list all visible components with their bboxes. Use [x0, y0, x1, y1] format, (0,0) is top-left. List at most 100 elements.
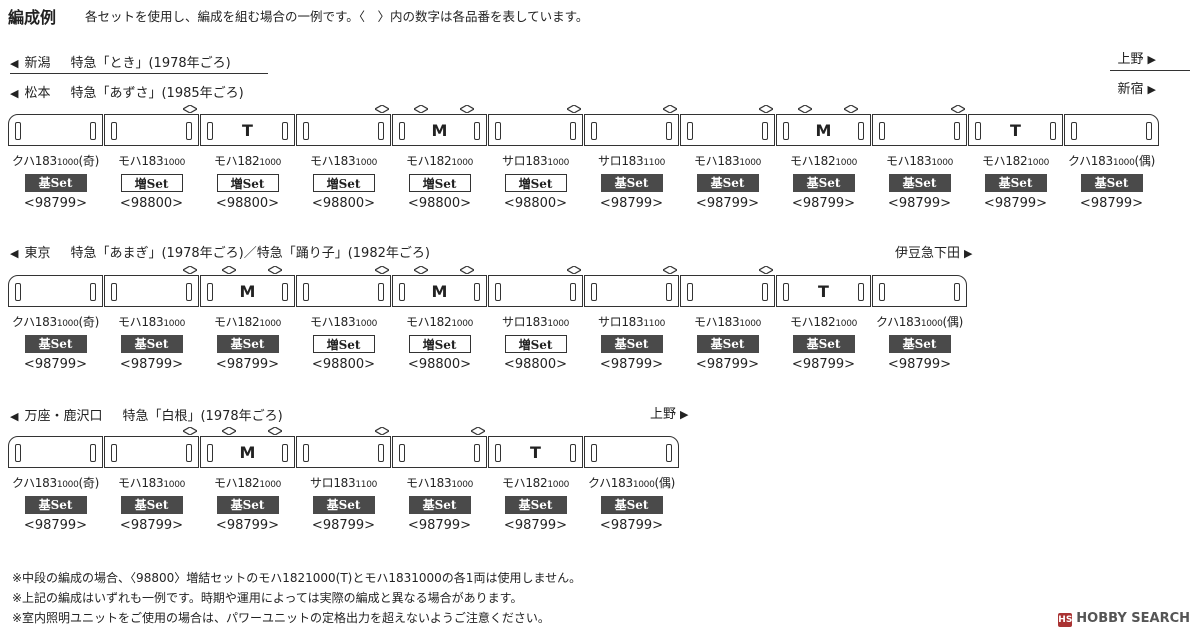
product-number: <98799> — [791, 357, 856, 372]
train-car — [872, 105, 967, 146]
product-number: <98799> — [503, 518, 568, 533]
door — [1050, 122, 1056, 140]
door — [186, 444, 192, 462]
set-badge: 基Set — [504, 496, 567, 514]
door — [591, 444, 597, 462]
product-number: <98799> — [23, 357, 88, 372]
set-badge: 基Set — [792, 335, 855, 353]
set-badge: 増Set — [408, 335, 471, 353]
set-badge: 増Set — [408, 174, 471, 192]
left-arrow-icon: ◀ — [10, 87, 19, 100]
set-badge: 増Set — [312, 174, 375, 192]
door — [687, 122, 693, 140]
roof-vent-icon — [183, 105, 197, 113]
section-3-label: ◀万座・鹿沢口特急「白根」(1978年ごろ) — [10, 409, 283, 424]
train-car — [296, 427, 391, 468]
door — [975, 122, 981, 140]
pantograph-icon — [268, 266, 282, 274]
door — [1146, 122, 1152, 140]
train-car — [8, 436, 103, 468]
product-number: <98799> — [311, 518, 376, 533]
set-badge: 増Set — [312, 335, 375, 353]
set-badge: 基Set — [888, 174, 951, 192]
train-car — [104, 427, 199, 468]
door — [495, 122, 501, 140]
product-number: <98799> — [791, 196, 856, 211]
roof-vent-icon — [567, 105, 581, 113]
set-badge: 増Set — [504, 335, 567, 353]
train-car — [104, 105, 199, 146]
page-title: 編成例 — [8, 8, 57, 27]
door — [111, 444, 117, 462]
train-car: T — [968, 114, 1063, 146]
car-mark: M — [431, 121, 448, 140]
door — [858, 122, 864, 140]
car-type: モハ1821000 — [789, 315, 858, 329]
product-number: <98800> — [503, 196, 568, 211]
door — [186, 283, 192, 301]
door — [90, 444, 96, 462]
roof-vent-icon — [759, 105, 773, 113]
section-1-label-2: ◀松本特急「あずさ」(1985年ごろ) — [10, 86, 244, 101]
train-car — [8, 114, 103, 146]
car-info: クハ1831000(奇)基Set<98799> — [8, 474, 103, 533]
roof-vent-icon — [951, 105, 965, 113]
train-car: M — [200, 266, 295, 307]
set-badge: 基Set — [600, 335, 663, 353]
door — [399, 283, 405, 301]
product-number: <98799> — [215, 518, 280, 533]
left-arrow-icon: ◀ — [10, 247, 19, 260]
product-number: <98800> — [407, 196, 472, 211]
car-type: サロ1831100 — [309, 476, 378, 490]
car-info: クハ1831000(偶)基Set<98799> — [1064, 152, 1159, 211]
train-car: M — [392, 105, 487, 146]
door — [378, 283, 384, 301]
product-number: <98799> — [407, 518, 472, 533]
door — [378, 444, 384, 462]
roof-vent-icon — [375, 266, 389, 274]
note-line: ※上記の編成はいずれも一例です。時期や運用によっては実際の編成と異なる場合があり… — [12, 591, 523, 605]
car-type: クハ1831000(偶) — [1068, 154, 1155, 168]
door — [303, 444, 309, 462]
right-arrow-icon: ▶ — [1147, 53, 1156, 66]
door — [378, 122, 384, 140]
roof-vent-icon — [183, 427, 197, 435]
door — [474, 283, 480, 301]
pantograph-icon — [222, 266, 236, 274]
product-number: <98799> — [983, 196, 1048, 211]
train-car: M — [200, 427, 295, 468]
set-badge: 基Set — [792, 174, 855, 192]
train-car — [296, 105, 391, 146]
car-type: モハ1821000 — [981, 154, 1050, 168]
door — [111, 122, 117, 140]
product-number: <98799> — [695, 196, 760, 211]
pantograph-icon — [460, 266, 474, 274]
car-mark: T — [1010, 121, 1021, 140]
roof-vent-icon — [375, 105, 389, 113]
right-arrow-icon: ▶ — [1147, 83, 1156, 96]
page-description: 各セットを使用し、編成を組む場合の一例です。〈 〉内の数字は各品番を表しています… — [85, 9, 589, 24]
car-info: クハ1831000(奇)基Set<98799> — [8, 152, 103, 211]
product-number: <98799> — [887, 196, 952, 211]
door — [207, 122, 213, 140]
product-number: <98799> — [119, 357, 184, 372]
destination: 伊豆急下田▶ — [895, 246, 973, 261]
product-number: <98800> — [503, 357, 568, 372]
car-type: モハ1831000 — [885, 154, 954, 168]
door — [303, 283, 309, 301]
car-type: モハ1821000 — [405, 315, 474, 329]
notes: ※中段の編成の場合、〈98800〉増結セットのモハ1821000(T)とモハ18… — [12, 568, 581, 628]
train-car — [872, 275, 967, 307]
pantograph-icon — [414, 266, 428, 274]
door — [783, 122, 789, 140]
